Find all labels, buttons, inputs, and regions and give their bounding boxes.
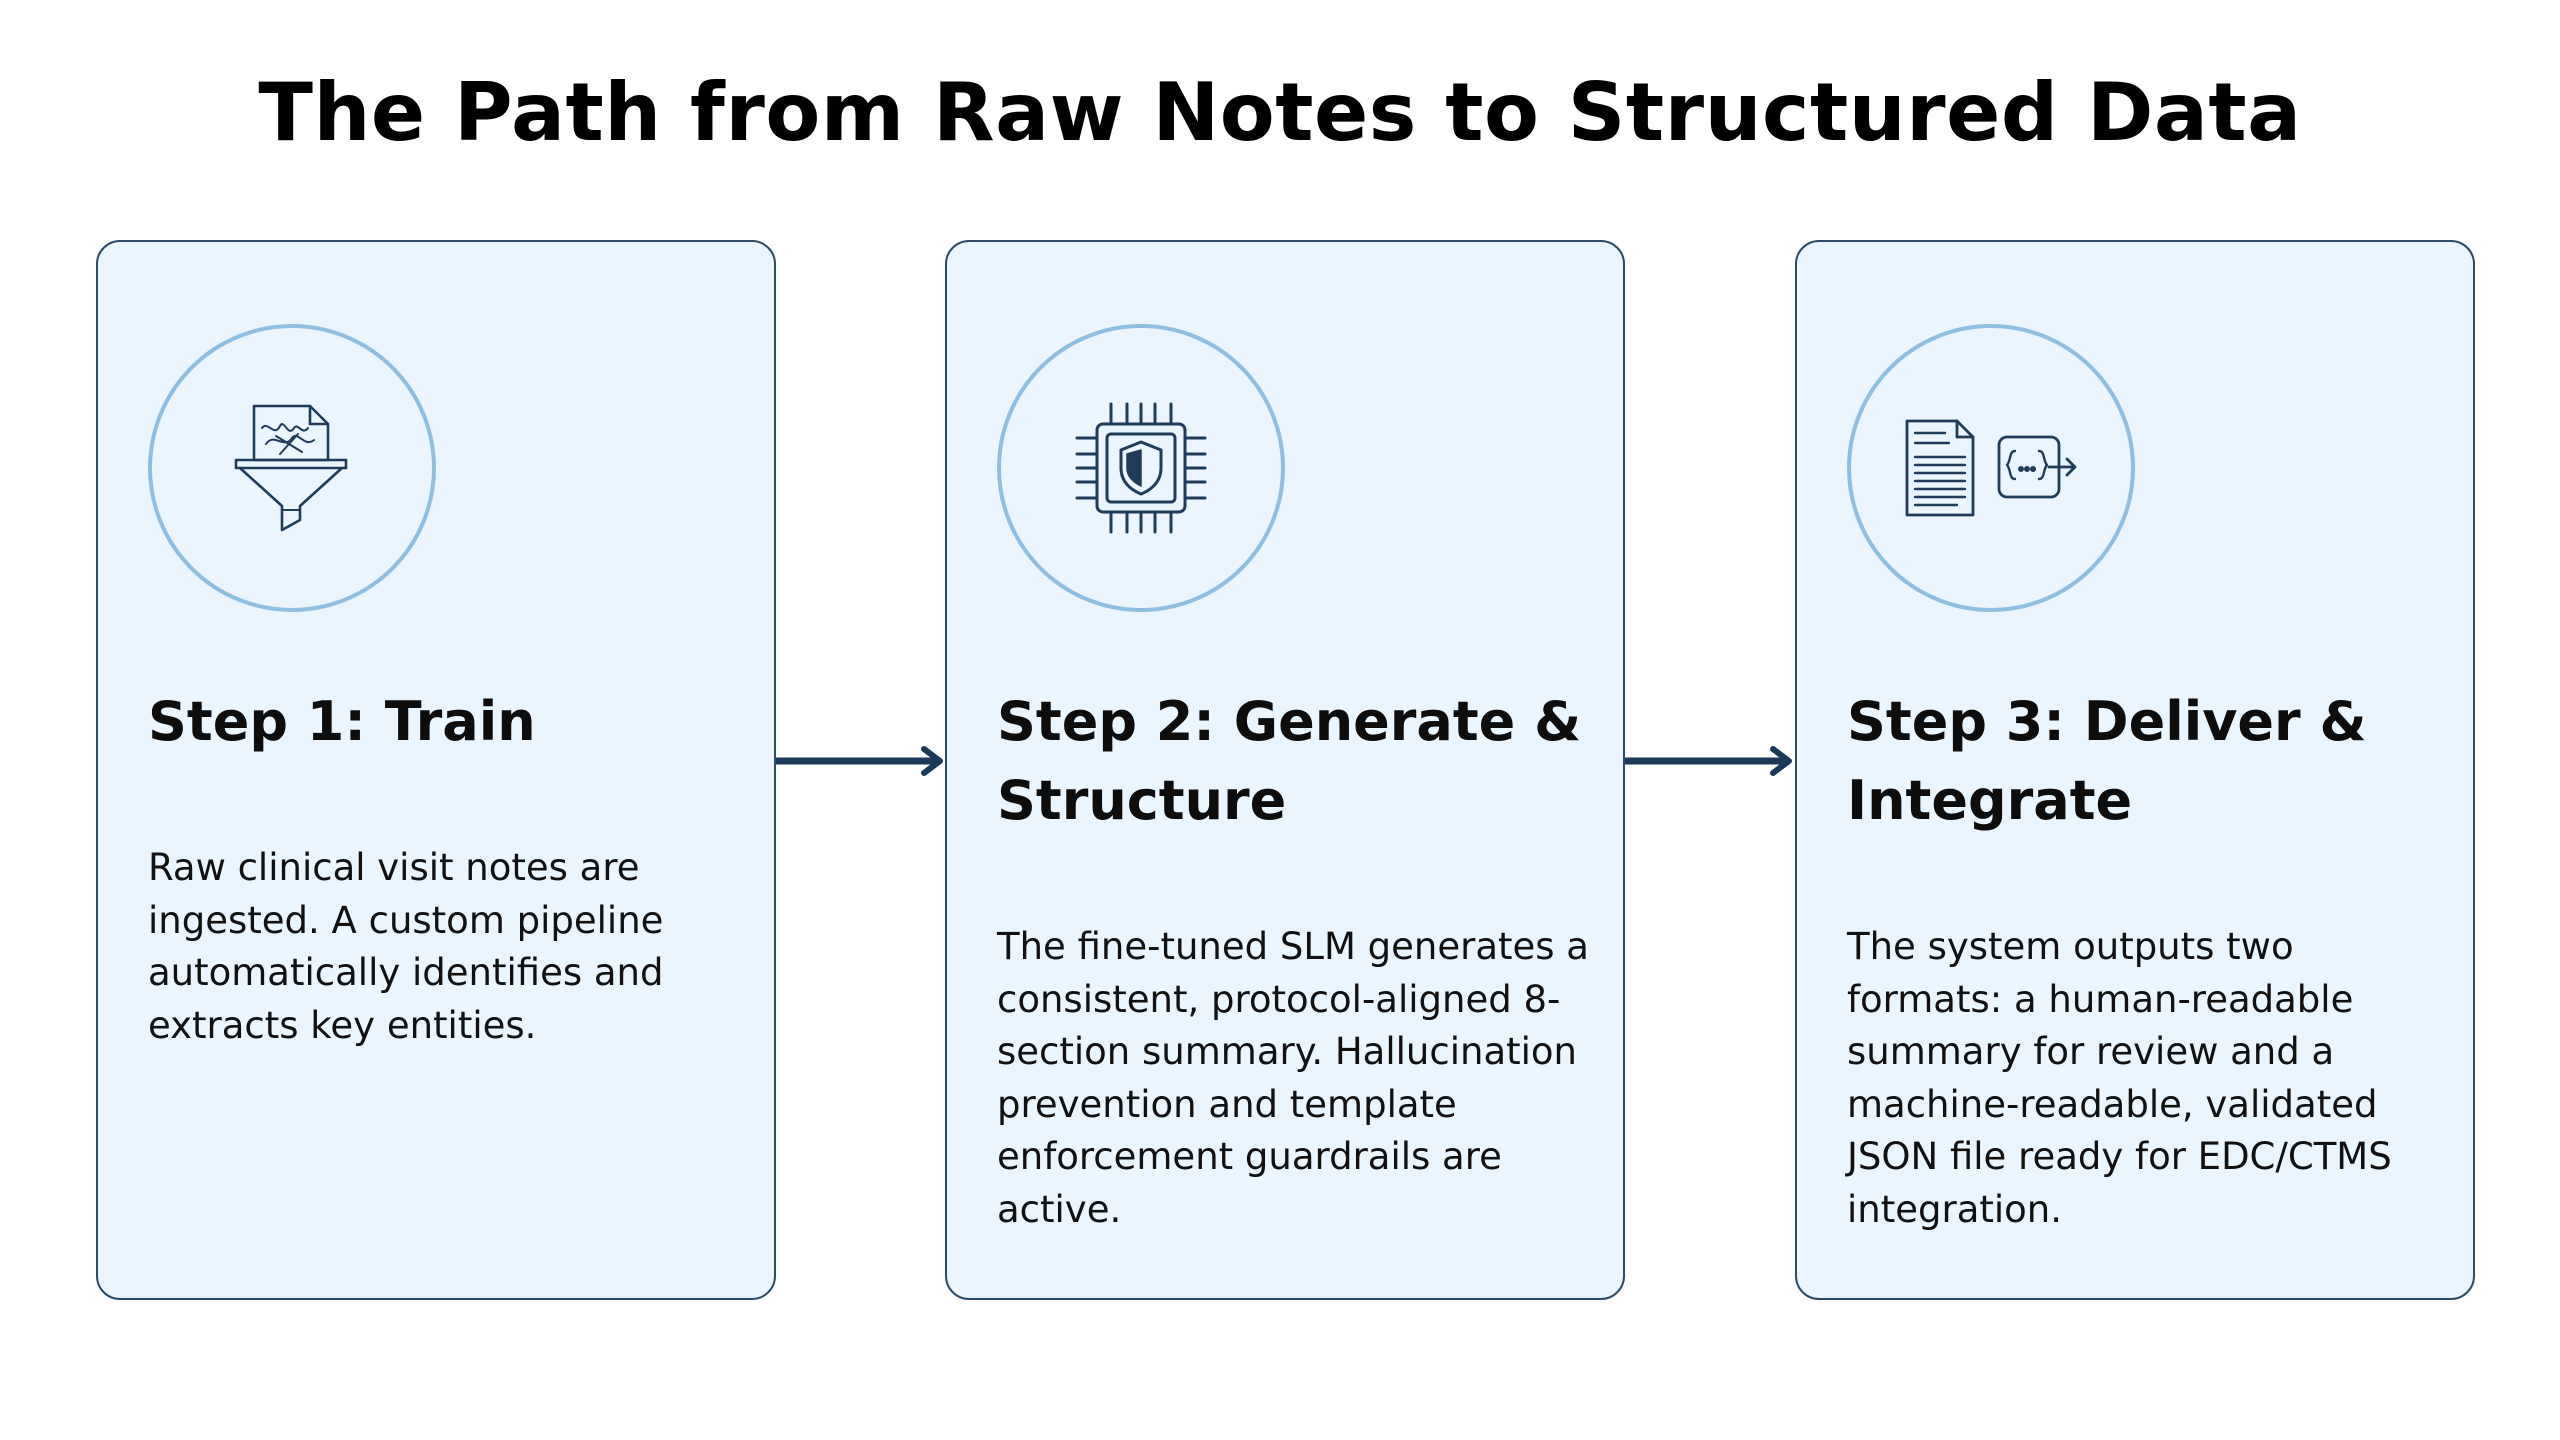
arrow-right-icon — [1625, 746, 1792, 776]
chip-shield-icon — [1075, 402, 1207, 534]
step-title: Step 3: Deliver & Integrate — [1847, 690, 2367, 832]
step-title: Step 2: Generate & Structure — [997, 690, 1582, 832]
step-title: Step 1: Train — [148, 690, 536, 753]
step-description: The fine-tuned SLM generates a consisten… — [997, 925, 1589, 1231]
icon-circle — [997, 324, 1285, 612]
document-to-json-icon — [1905, 419, 2077, 517]
step-description: The system outputs two formats: a human-… — [1847, 925, 2392, 1231]
icon-circle — [148, 324, 436, 612]
step-card-train: Step 1: Train Raw clinical visit notes a… — [96, 240, 776, 1300]
page-title: The Path from Raw Notes to Structured Da… — [258, 66, 2302, 159]
step-description: Raw clinical visit notes are ingested. A… — [148, 846, 664, 1047]
icon-circle — [1847, 324, 2135, 612]
step-card-generate: Step 2: Generate & Structure The fine-tu… — [945, 240, 1625, 1300]
arrow-right-icon — [776, 746, 943, 776]
document-filter-funnel-icon — [234, 404, 348, 532]
step-card-deliver: Step 3: Deliver & Integrate The system o… — [1795, 240, 2475, 1300]
